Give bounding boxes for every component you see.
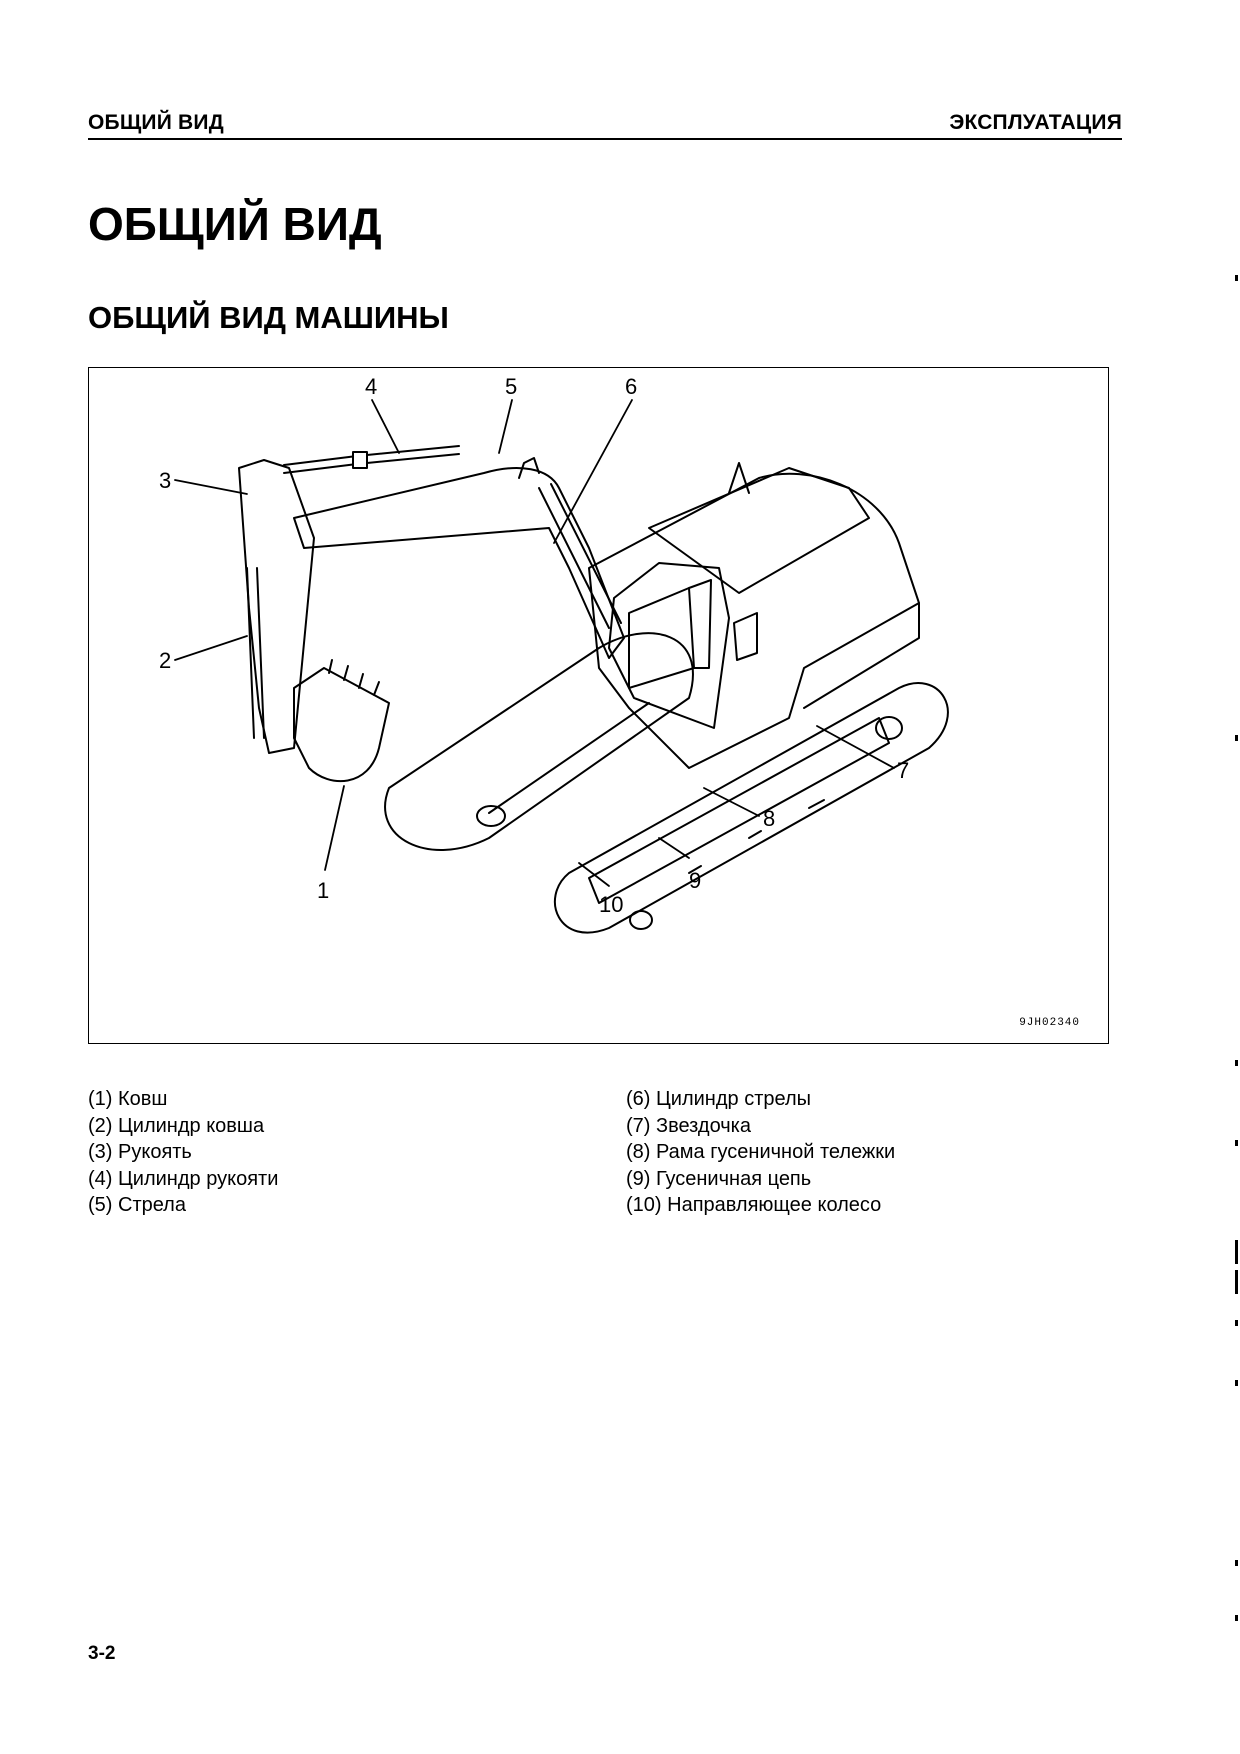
edge-mark xyxy=(1235,1320,1238,1326)
legend-item: (7) Звездочка xyxy=(626,1114,751,1137)
figure-code: 9JH02340 xyxy=(1019,1017,1080,1029)
section-title: ОБЩИЙ ВИД МАШИНЫ xyxy=(88,300,449,335)
arm-cylinder xyxy=(283,445,460,474)
legend-right: (6) Цилиндр стрелы (7) Звездочка (8) Рам… xyxy=(626,1086,895,1219)
callout-8: 8 xyxy=(763,806,775,831)
legend-item: (6) Цилиндр стрелы xyxy=(626,1088,811,1110)
legend-item: (4) Цилиндр рукояти xyxy=(88,1167,279,1190)
legend-item: (10) Направляющее колесо xyxy=(626,1194,882,1216)
header-rule xyxy=(88,138,1122,140)
page-title: ОБЩИЙ ВИД xyxy=(88,198,382,250)
callout-7: 7 xyxy=(897,758,909,783)
legend-item: (1) Ковш xyxy=(88,1088,168,1110)
legend-item: (2) Цилиндр ковша xyxy=(88,1114,265,1137)
edge-mark xyxy=(1235,1615,1238,1621)
bucket-cylinder xyxy=(246,567,265,739)
callout-10: 10 xyxy=(599,892,623,917)
edge-mark xyxy=(1235,1560,1238,1566)
callout-4: 4 xyxy=(365,374,377,399)
running-header-left: ОБЩИЙ ВИД xyxy=(88,111,224,134)
callout-5: 5 xyxy=(505,374,517,399)
excavator-illustration: 1 2 3 4 5 6 7 8 9 10 xyxy=(159,374,949,934)
operator-cab xyxy=(608,562,730,729)
edge-mark xyxy=(1235,1240,1238,1264)
rear-track xyxy=(384,632,694,851)
edge-mark xyxy=(1235,1060,1238,1066)
edge-mark xyxy=(1235,1270,1238,1294)
legend-left: (1) Ковш (2) Цилиндр ковша (3) Рукоять (… xyxy=(88,1086,278,1219)
page-number: 3-2 xyxy=(88,1643,116,1664)
legend-item: (5) Стрела xyxy=(88,1194,186,1216)
callout-2: 2 xyxy=(159,648,171,673)
running-header-right: ЭКСПЛУАТАЦИЯ xyxy=(949,111,1122,134)
edge-mark xyxy=(1235,735,1238,741)
callout-6: 6 xyxy=(625,374,637,399)
legend-item: (8) Рама гусеничной тележки xyxy=(626,1141,896,1163)
edge-mark xyxy=(1235,275,1238,281)
callout-1: 1 xyxy=(317,878,329,903)
bucket xyxy=(293,667,390,782)
callout-3: 3 xyxy=(159,468,171,493)
edge-mark xyxy=(1235,1140,1238,1146)
boom-cylinder xyxy=(538,483,622,629)
arm xyxy=(238,459,315,754)
upper-structure xyxy=(588,472,920,769)
edge-mark xyxy=(1235,1380,1238,1386)
front-track xyxy=(553,682,949,934)
legend-item: (9) Гусеничная цепь xyxy=(626,1167,812,1190)
legend-item: (3) Рукоять xyxy=(88,1141,192,1163)
excavator-figure: 1 2 3 4 5 6 7 8 9 10 9JH02340 xyxy=(88,367,1109,1044)
boom xyxy=(293,467,625,659)
callout-9: 9 xyxy=(689,868,701,893)
